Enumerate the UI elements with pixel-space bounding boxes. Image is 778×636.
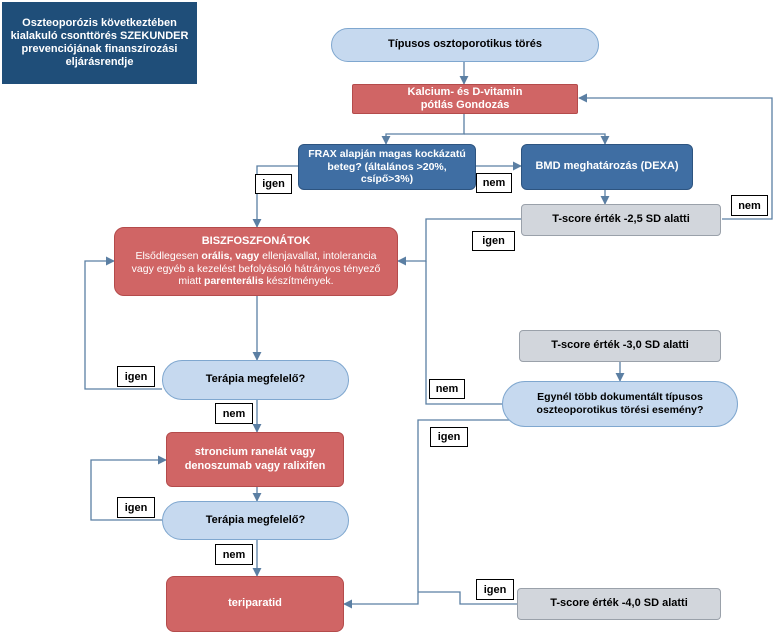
node-tscore30: T-score érték -3,0 SD alatti xyxy=(519,330,721,362)
node-teriparatid: teriparatid xyxy=(166,576,344,632)
label-nem-terapia1: nem xyxy=(215,403,253,424)
node-tscore40: T-score érték -4,0 SD alatti xyxy=(517,588,721,620)
bisz-text-4: parenterális xyxy=(204,275,264,288)
edge-kalcium-frax xyxy=(381,114,465,145)
edge-terapia1-loop xyxy=(84,256,162,390)
edge-egynel-teri xyxy=(343,419,520,609)
label-igen-tscore40: igen xyxy=(476,579,514,600)
label-nem-terapia2: nem xyxy=(215,544,253,565)
label-nem-egynel: nem xyxy=(429,379,465,399)
edge-tscore25-nem xyxy=(578,93,773,220)
node-frax: FRAX alapján magas kockázatú beteg? (ált… xyxy=(298,144,476,190)
edge-frax-bisz xyxy=(252,165,298,228)
label-nem-frax: nem xyxy=(476,173,512,193)
bisz-text-5: készítmények. xyxy=(263,275,334,288)
label-igen-terapia2: igen xyxy=(117,497,155,518)
bisz-title: BISZFOSZFONÁTOK xyxy=(201,235,311,248)
node-stronc: stroncium ranelát vagy denoszumab vagy r… xyxy=(166,432,344,487)
label-igen-terapia1: igen xyxy=(117,366,155,387)
node-kalcium: Kalcium- és D-vitamin pótlás Gondozás xyxy=(352,84,578,114)
bisz-text-1: Elsődlegesen xyxy=(135,250,202,263)
edge-kalcium-bmd xyxy=(464,133,610,145)
label-nem-tscore25: nem xyxy=(731,195,768,216)
node-bmd: BMD meghatározás (DEXA) xyxy=(521,144,693,190)
flowchart-title: Oszteoporózis következtében kialakuló cs… xyxy=(2,2,197,84)
edge-terapia2-loop xyxy=(90,455,167,521)
node-terapia1: Terápia megfelelő? xyxy=(162,360,349,400)
edge-tscore40-teri xyxy=(418,591,517,605)
bisz-text-2: orális, vagy xyxy=(201,250,260,263)
bisz-text-3: ellenjavallat, intolerancia vagy egyéb a… xyxy=(131,250,381,288)
label-igen-egynel: igen xyxy=(430,427,468,447)
node-tscore25: T-score érték -2,5 SD alatti xyxy=(521,204,721,236)
edge-egynel-nem xyxy=(425,261,502,405)
node-start: Típusos osztoporotikus törés xyxy=(331,28,599,62)
bisz-text: Elsődlegesen orális, vagy ellenjavallat,… xyxy=(123,250,389,288)
node-terapia2: Terápia megfelelő? xyxy=(162,501,349,540)
label-igen-tscore25: igen xyxy=(472,231,515,251)
node-biszfoszfonatok: BISZFOSZFONÁTOK Elsődlegesen orális, vag… xyxy=(114,227,398,296)
node-egynel: Egynél több dokumentált típusos oszteopo… xyxy=(502,381,738,427)
label-igen-frax: igen xyxy=(255,174,292,194)
edge-tscore25-bisz xyxy=(397,218,521,266)
